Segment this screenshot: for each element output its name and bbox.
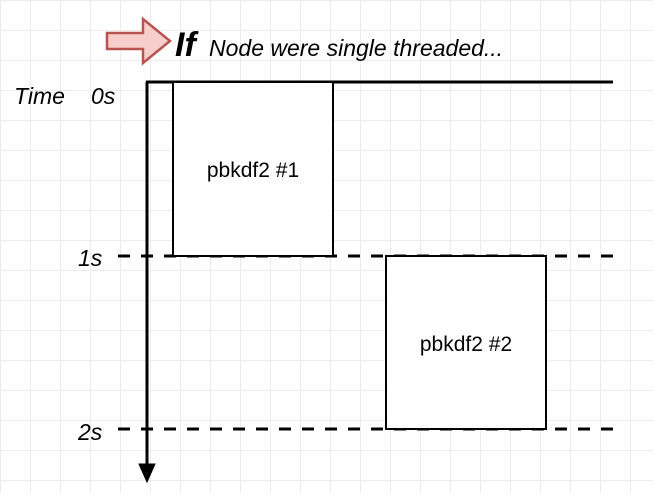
title-emphasis: If [175, 26, 199, 64]
task-label-pbkdf2-2: pbkdf2 #2 [420, 333, 512, 356]
tick-label-2s: 2s [77, 419, 103, 445]
tick-label-0s: 0s [91, 83, 116, 109]
task-box-pbkdf2-2 [385, 255, 547, 430]
arrow-down-icon [138, 463, 156, 484]
right-arrow-icon [105, 16, 172, 66]
task-box-pbkdf2-1 [172, 81, 334, 257]
title-text: Node were single threaded... [209, 35, 503, 61]
task-label-pbkdf2-1: pbkdf2 #1 [207, 159, 299, 182]
time-axis-label: Time [14, 83, 65, 109]
tick-label-1s: 1s [78, 245, 103, 271]
